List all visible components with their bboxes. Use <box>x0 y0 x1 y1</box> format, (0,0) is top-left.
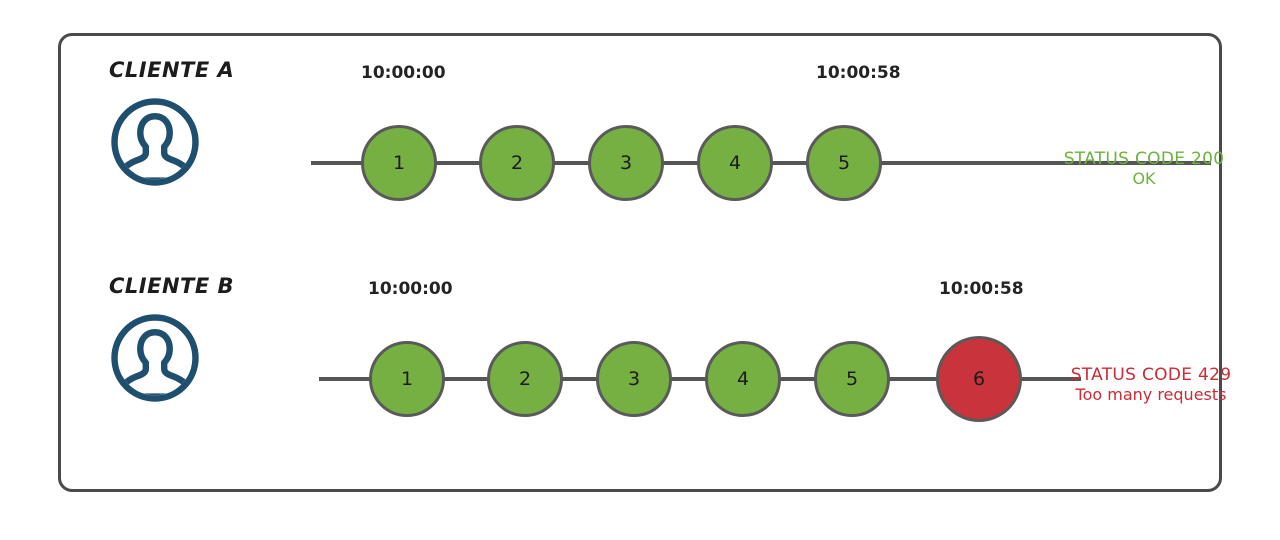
client-row-b: CLIENTE B 10:00:00 10:00:58 1 2 3 4 5 6 … <box>61 274 1231 464</box>
client-row-a: CLIENTE A 10:00:00 10:00:58 1 2 3 4 5 ST… <box>61 58 1224 248</box>
request-node[interactable]: 5 <box>806 125 882 201</box>
start-time-b: 10:00:00 <box>368 279 453 299</box>
request-node[interactable]: 2 <box>479 125 555 201</box>
user-avatar-icon <box>109 96 201 188</box>
request-node-error[interactable]: 6 <box>936 336 1022 422</box>
end-time-a: 10:00:58 <box>816 63 901 83</box>
request-node[interactable]: 4 <box>697 125 773 201</box>
user-avatar-icon <box>109 312 201 404</box>
status-code-a: STATUS CODE 200 <box>1063 149 1225 169</box>
request-node[interactable]: 1 <box>361 125 437 201</box>
client-label-a: CLIENTE A <box>109 58 235 82</box>
timeline-track-b <box>319 377 1081 381</box>
request-node[interactable]: 1 <box>369 341 445 417</box>
request-node[interactable]: 5 <box>814 341 890 417</box>
diagram-panel: CLIENTE A 10:00:00 10:00:58 1 2 3 4 5 ST… <box>58 33 1231 492</box>
end-time-b: 10:00:58 <box>939 279 1024 299</box>
request-node[interactable]: 2 <box>487 341 563 417</box>
request-node[interactable]: 3 <box>588 125 664 201</box>
status-badge-b: STATUS CODE 429 Too many requests <box>1031 365 1271 404</box>
request-node[interactable]: 4 <box>705 341 781 417</box>
status-text-a: OK <box>1132 168 1156 188</box>
status-badge-a: STATUS CODE 200 OK <box>1029 149 1259 188</box>
status-code-b: STATUS CODE 429 <box>1070 365 1232 385</box>
status-text-b: Too many requests <box>1075 384 1227 404</box>
start-time-a: 10:00:00 <box>361 63 446 83</box>
client-label-b: CLIENTE B <box>109 274 235 298</box>
request-node[interactable]: 3 <box>596 341 672 417</box>
